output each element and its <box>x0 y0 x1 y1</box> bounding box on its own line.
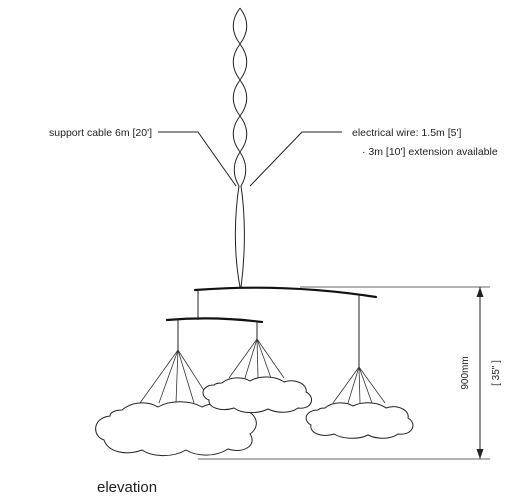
cable-assembly <box>232 7 248 288</box>
electrical-wire-leader <box>249 131 342 187</box>
electrical-wire-label: electrical wire: 1.5m [5'] <box>352 127 461 139</box>
lower-balance-arm <box>165 317 264 324</box>
middle-cloud-shade <box>202 376 313 414</box>
left-cloud-shade <box>95 401 257 457</box>
dimension-imperial-label: [ 35" ] <box>491 360 502 386</box>
left-pendant-suspension <box>139 349 213 404</box>
top-balance-arm <box>193 286 378 299</box>
extension-note-label: · 3m [10'] extension available <box>362 146 498 158</box>
right-cloud-shade <box>305 402 414 439</box>
support-cable-label: support cable 6m [20'] <box>49 127 152 139</box>
view-caption: elevation <box>97 479 157 496</box>
support-cable-leader <box>158 131 237 187</box>
electrical-wire <box>232 7 248 288</box>
dimension-metric-label: 900mm <box>460 356 471 389</box>
middle-pendant-suspension <box>228 338 285 379</box>
height-dimension <box>198 286 490 460</box>
right-pendant-suspension <box>332 366 386 404</box>
